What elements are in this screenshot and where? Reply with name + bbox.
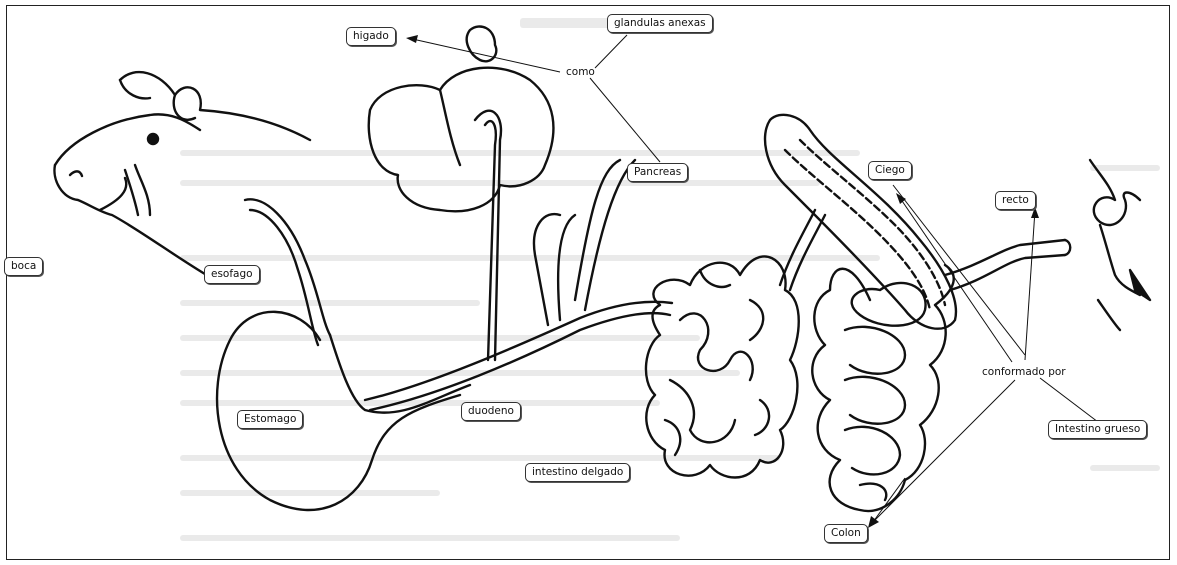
connector-ciego-recto	[893, 185, 1025, 355]
small-intestine-drawing	[646, 256, 799, 477]
concept-intestino-grueso: Intestino grueso	[1048, 420, 1147, 439]
concept-estomago: Estomago	[237, 410, 303, 429]
concept-colon: Colon	[824, 524, 868, 543]
connector-glandulas-como	[595, 35, 627, 68]
link-phrase-conformado-por: conformado por	[982, 366, 1066, 379]
concept-boca: boca	[4, 257, 43, 276]
pig-eye	[148, 134, 158, 144]
connector-conformado-grueso	[1040, 378, 1098, 422]
concept-pancreas: Pancreas	[627, 163, 688, 182]
connector-conformado-colon	[870, 380, 1015, 525]
concept-glandulas-anexas: glandulas anexas	[607, 14, 713, 33]
concept-higado: higado	[346, 27, 396, 46]
liver-drawing	[369, 68, 554, 212]
colon-drawing	[812, 265, 953, 511]
connector-recto-conformado	[1025, 210, 1035, 360]
connector-conformado-ciego	[898, 195, 1012, 362]
concept-duodeno: duodeno	[461, 402, 521, 421]
concept-recto: recto	[995, 191, 1036, 210]
concept-ciego: Ciego	[868, 161, 912, 180]
arrowhead-higado	[406, 35, 418, 43]
link-phrase-como: como	[566, 66, 595, 79]
connector-como-pancreas	[590, 78, 660, 162]
pig-head-drawing	[54, 72, 310, 280]
duct-drawing	[475, 111, 501, 360]
concept-intestino-delgado: intestino delgado	[525, 463, 630, 482]
duodenum-drawing	[370, 313, 670, 410]
concept-esofago: esofago	[204, 265, 260, 284]
loop-drawing	[1090, 160, 1140, 225]
